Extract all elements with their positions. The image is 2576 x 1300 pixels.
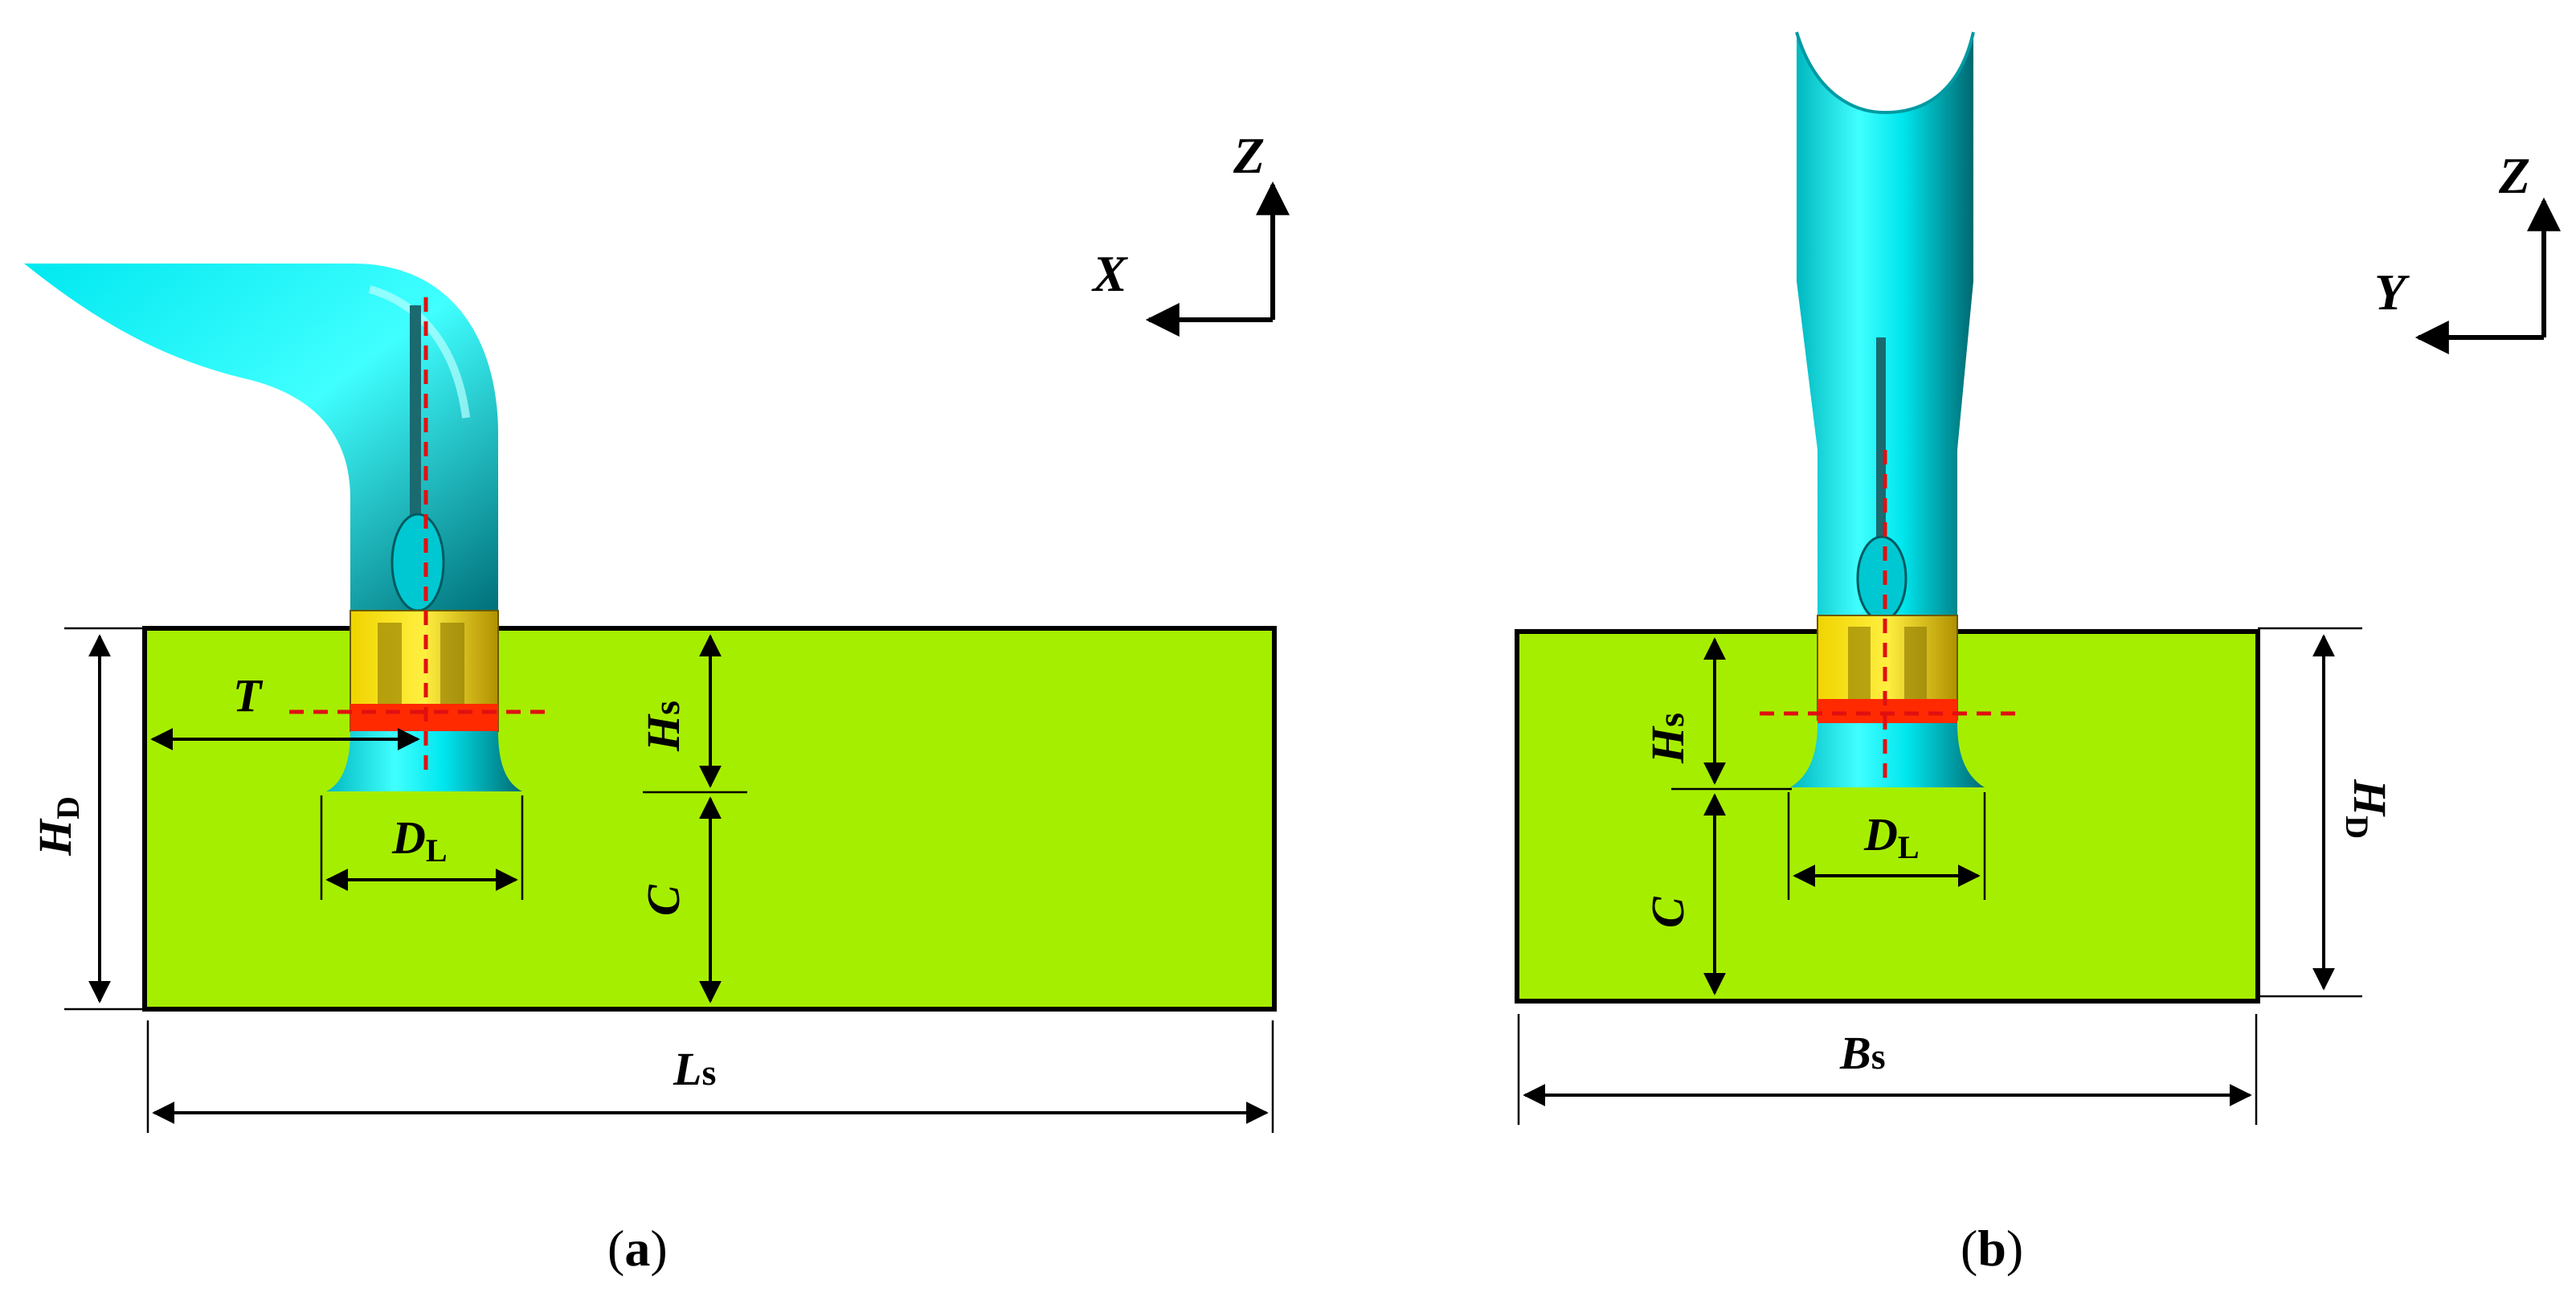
caption-b: (b) <box>1961 1220 2023 1277</box>
label-c-b: C <box>1642 896 1694 928</box>
label-bs: Bs <box>1839 1027 1886 1079</box>
impeller-blade-b1 <box>1848 627 1871 707</box>
axes-a: Z X <box>1091 127 1290 337</box>
axis-label-z-a: Z <box>1233 127 1265 184</box>
impeller-blade-b2 <box>1904 627 1927 707</box>
label-c-a: C <box>637 884 689 916</box>
hub-a <box>390 513 445 612</box>
label-hd-b: HD <box>2339 779 2396 839</box>
label-t: T <box>233 669 264 722</box>
caption-a: (a) <box>607 1220 668 1277</box>
impeller-blade-a1 <box>378 623 402 719</box>
hub-b <box>1856 535 1907 622</box>
panel-a: T Hs C DL HD Ls Z X (a) <box>24 127 1290 1277</box>
axis-label-x-a: X <box>1091 245 1128 302</box>
label-hd-a: HD <box>29 796 86 856</box>
impeller-blade-a2 <box>440 623 464 719</box>
suction-pipe-a <box>24 264 498 611</box>
pipe-highlight-a <box>368 285 470 419</box>
pipe-top-rim-b <box>1795 31 1975 115</box>
axes-b: Z Y <box>2374 147 2561 354</box>
pipe-top-cut-b <box>1797 32 1973 112</box>
axis-label-y-b: Y <box>2374 264 2410 321</box>
bell-mouth-b <box>1790 723 1985 787</box>
label-ls: Ls <box>673 1043 716 1095</box>
label-dl-b: DL <box>1863 808 1920 865</box>
label-hs-a: Hs <box>637 701 689 752</box>
label-dl-a: DL <box>391 811 448 869</box>
panel-b: Hs C DL HD Bs Z Y (b) <box>1515 31 2561 1277</box>
suction-pipe-b <box>1797 32 1973 615</box>
axis-label-z-b: Z <box>2498 147 2530 204</box>
label-hs-b: Hs <box>1642 713 1694 764</box>
